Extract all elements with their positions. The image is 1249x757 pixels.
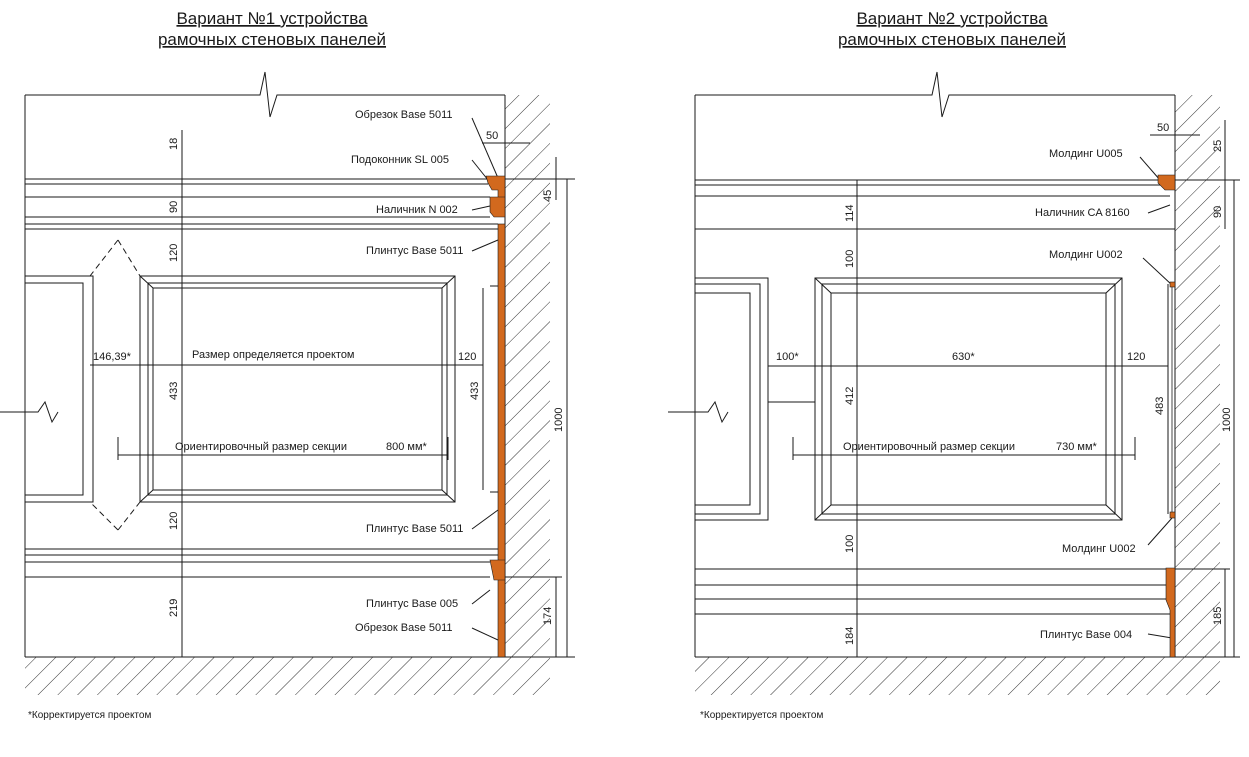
- v1-dim-120-bottom: 120: [168, 512, 180, 530]
- variant-1-title-line-2: рамочных стеновых панелей: [158, 30, 386, 49]
- v2-dim-1000: 1000: [1221, 408, 1233, 432]
- v1-label-plintus-005: Плинтус Base 005: [366, 598, 458, 610]
- v1-label-obrezok-top: Обрезок Base 5011: [355, 109, 453, 121]
- variant-1-wall-hatch: [505, 95, 550, 657]
- v2-dim-90: 90: [1212, 206, 1224, 218]
- variant-2-molding-u002-top: [1169, 281, 1176, 288]
- v1-dim-section-text: Ориентировочный размер секции: [175, 441, 347, 453]
- v1-label-nalichnik: Наличник N 002: [376, 204, 458, 216]
- v1-dim-50: 50: [486, 130, 498, 142]
- v1-note: *Корректируется проектом: [28, 710, 151, 721]
- v2-label-molding-u002-bottom: Молдинг U002: [1062, 543, 1136, 555]
- variant-2-molding-u002-bottom: [1169, 511, 1176, 519]
- v1-dim-219: 219: [168, 599, 180, 617]
- v1-dim-45: 45: [542, 190, 554, 202]
- v2-label-plintus-004: Плинтус Base 004: [1040, 629, 1132, 641]
- v1-label-obrezok-bottom: Обрезок Base 5011: [355, 622, 453, 634]
- v1-dim-433-right: 433: [469, 382, 481, 400]
- v1-dim-146: 146,39*: [93, 351, 132, 363]
- v1-label-plintus-top: Плинтус Base 5011: [366, 245, 463, 257]
- v1-dim-18: 18: [168, 138, 180, 150]
- variant-2-title-line-2: рамочных стеновых панелей: [838, 30, 1066, 49]
- v2-dim-50: 50: [1157, 122, 1169, 134]
- v2-dim-25: 25: [1212, 140, 1224, 152]
- v2-dim-412: 412: [844, 387, 856, 405]
- variant-1-sill-molding: [485, 175, 506, 201]
- v1-label-plintus-mid: Плинтус Base 5011: [366, 523, 463, 535]
- v1-dim-120-right: 120: [458, 351, 476, 363]
- variant-2-drawing: Вариант №2 устройства рамочных стеновых …: [668, 9, 1240, 721]
- variant-1-ceiling-line: [25, 71, 505, 118]
- v2-dim-100-bottom: 100: [844, 535, 856, 553]
- variant-1-floor-hatch: [25, 657, 550, 695]
- v2-dim-100-left: 100*: [776, 351, 799, 363]
- v1-dim-174: 174: [542, 607, 554, 625]
- v2-label-molding-u005: Молдинг U005: [1049, 148, 1123, 160]
- v2-dim-114: 114: [844, 204, 856, 222]
- v1-dim-120-top: 120: [168, 244, 180, 262]
- v1-label-podokonnik: Подоконник SL 005: [351, 154, 449, 166]
- variant-1-frame-inner: [152, 287, 443, 491]
- v2-dim-section-value: 730 мм*: [1056, 441, 1098, 453]
- v2-label-nalichnik: Наличник CA 8160: [1035, 207, 1130, 219]
- variant-2-frame-outer: [814, 277, 1123, 521]
- variant-1-plinth-strip: [497, 223, 506, 658]
- variant-1-title-line-1: Вариант №1 устройства: [176, 9, 368, 28]
- v2-dim-184: 184: [844, 627, 856, 645]
- v1-dim-433-left: 433: [168, 382, 180, 400]
- variant-1-break-mark: [0, 400, 59, 424]
- v2-dim-section-text: Ориентировочный размер секции: [843, 441, 1015, 453]
- v2-dim-483: 483: [1154, 397, 1166, 415]
- variant-2-frame-inner: [830, 292, 1107, 506]
- v1-dim-size-text: Размер определяется проектом: [192, 349, 355, 361]
- variant-2-floor-hatch: [695, 657, 1220, 695]
- variant-2-break-mark: [668, 400, 729, 424]
- variant-1-frame-outer: [139, 275, 456, 503]
- v1-dim-1000: 1000: [553, 408, 565, 432]
- v2-note: *Корректируется проектом: [700, 710, 823, 721]
- variant-2-plinth-004: [1165, 567, 1176, 658]
- variant-2-molding-u005: [1157, 174, 1176, 191]
- v2-dim-630: 630*: [952, 351, 975, 363]
- v2-dim-185: 185: [1212, 607, 1224, 625]
- v1-dim-90: 90: [168, 201, 180, 213]
- variant-1-drawing: Вариант №1 устройства рамочных стеновых …: [0, 9, 575, 721]
- v1-dim-section-value: 800 мм*: [386, 441, 428, 453]
- variant-2-wall-hatch: [1175, 95, 1220, 657]
- v2-dim-120-right: 120: [1127, 351, 1145, 363]
- v2-dim-100-top: 100: [844, 250, 856, 268]
- variant-2-title-line-1: Вариант №2 устройства: [856, 9, 1048, 28]
- v2-label-molding-u002-top: Молдинг U002: [1049, 249, 1123, 261]
- variant-2-ceiling-line: [695, 71, 1175, 118]
